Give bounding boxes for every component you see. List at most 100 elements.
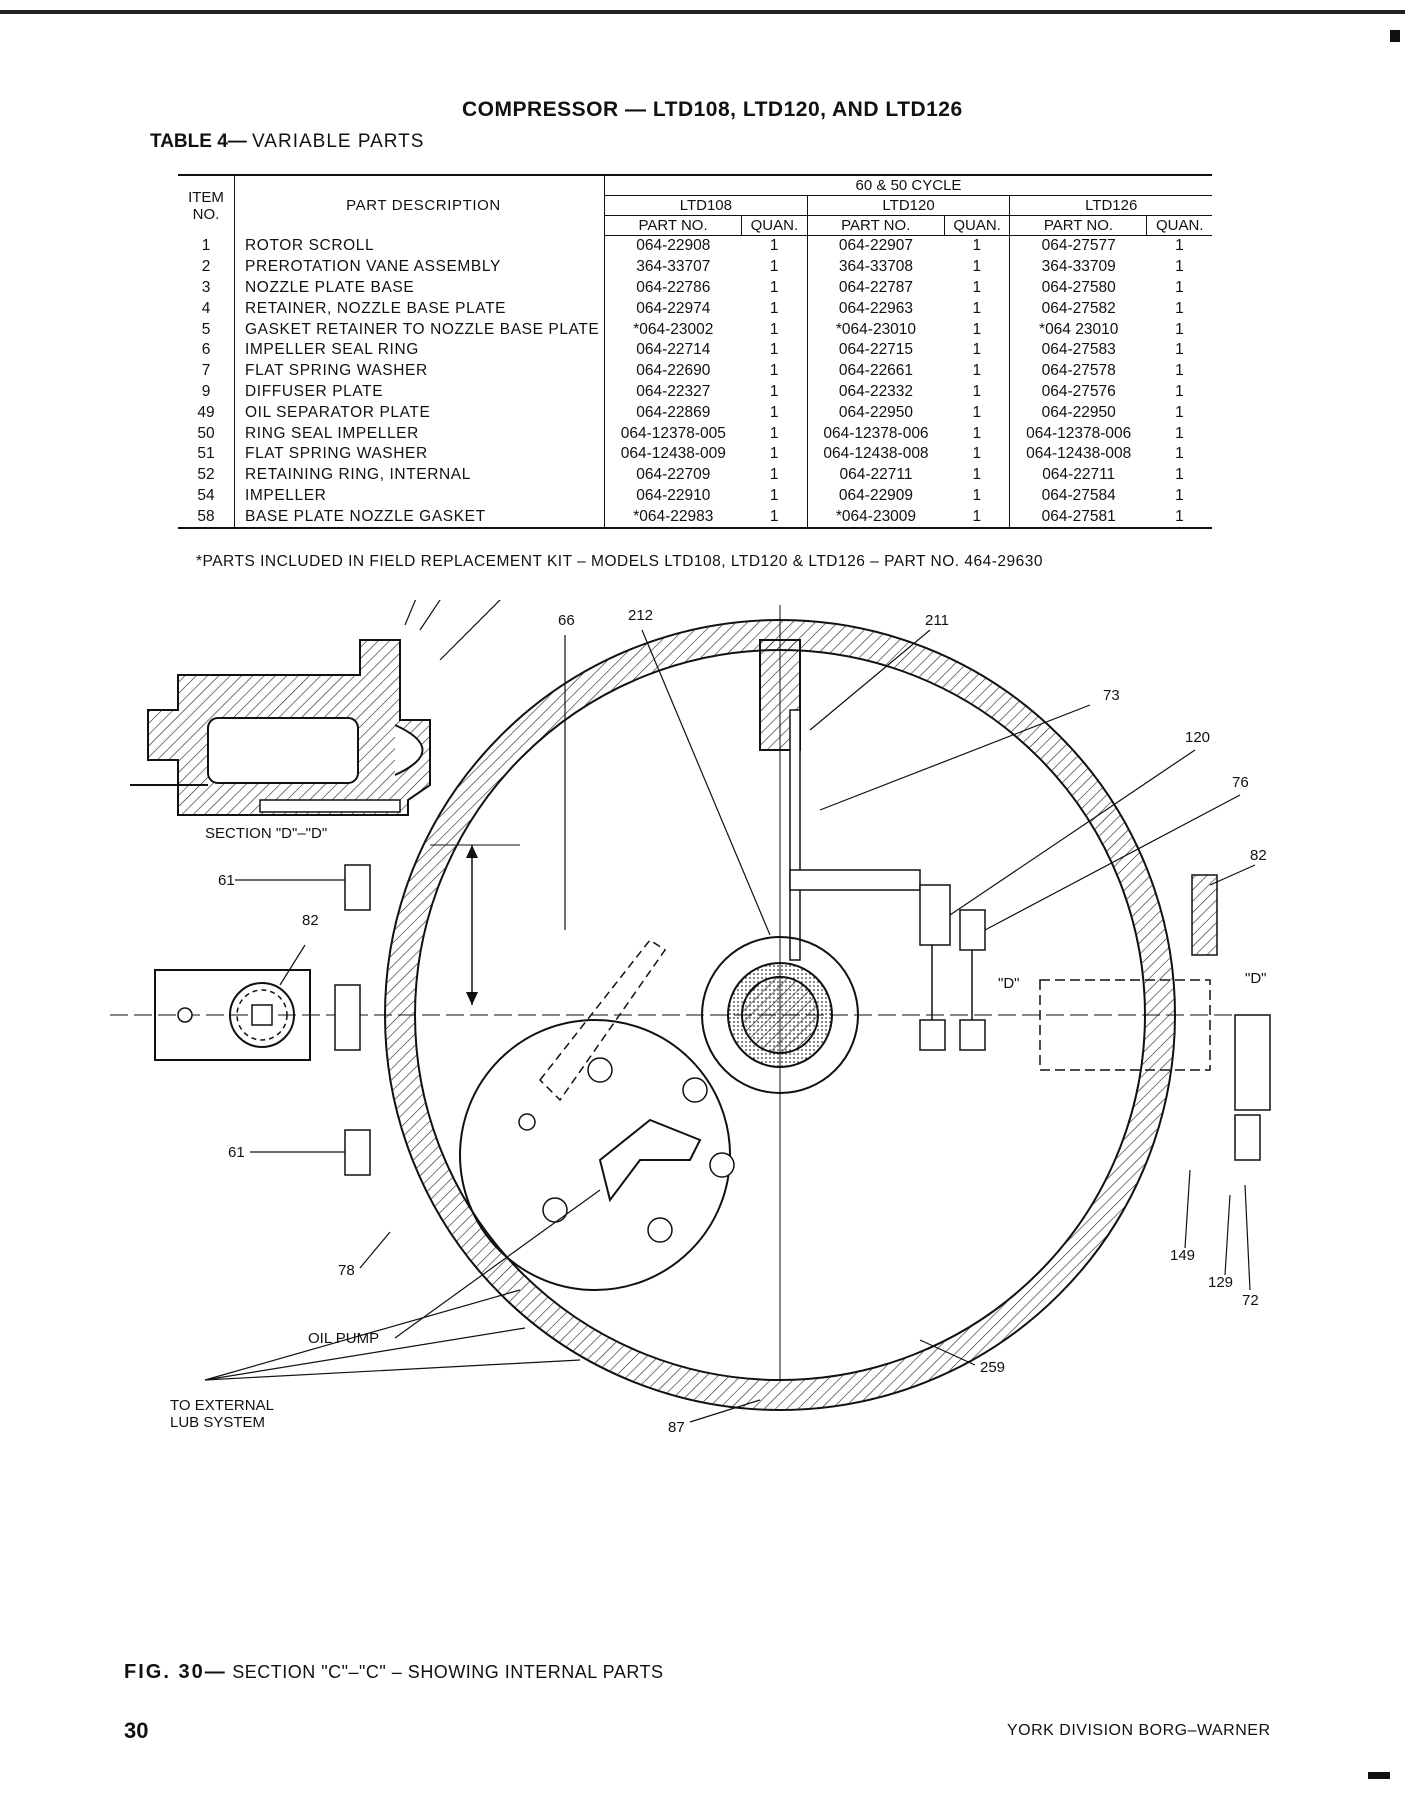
ltd126-quan: 1 (1175, 445, 1184, 463)
ltd120-part-no: 064-22787 (806, 277, 945, 299)
shaft (701, 936, 859, 1094)
table-footnote: *PARTS INCLUDED IN FIELD REPLACEMENT KIT… (196, 553, 1043, 570)
callout-120: 120 (1185, 729, 1210, 746)
ltd120-quan: 1 (944, 485, 1011, 507)
ltd126-quan: 1 (1175, 362, 1184, 380)
ltd120-quan: 1 (944, 298, 1011, 320)
callout-149: 149 (1170, 1247, 1195, 1264)
callout-66: 66 (558, 612, 575, 629)
callout-72: 72 (1242, 1292, 1259, 1309)
part-description: GASKET RETAINER TO NOZZLE BASE PLATE (234, 319, 605, 340)
ltd126-part-no: 064-27583 (1009, 339, 1147, 361)
page-title: COMPRESSOR — LTD108, LTD120, AND LTD126 (462, 98, 963, 121)
section-dd-label: SECTION "D"–"D" (205, 825, 327, 842)
ltd120-part-no: 064-22950 (806, 402, 945, 424)
footer-company: YORK DIVISION BORG–WARNER (1007, 1722, 1271, 1739)
ltd120-quan: 1 (944, 464, 1011, 486)
ltd126-part-no: 064-22711 (1009, 464, 1147, 486)
ltd126-quan: 1 (1175, 403, 1184, 421)
callout-labels: 89 189 90 66 212 211 73 120 76 82 82 61 … (170, 607, 1267, 1436)
ltd108-quan: 1 (741, 485, 808, 507)
table-label-text: VARIABLE PARTS (252, 131, 425, 152)
header-quan: QUAN. (944, 215, 1011, 236)
part-description: RING SEAL IMPELLER (234, 423, 605, 444)
top-rule (0, 10, 1405, 14)
ltd120-quan: 1 (944, 277, 1011, 299)
header-partno: PART NO. (807, 215, 945, 236)
item-no: 4 (178, 298, 235, 320)
callout-61-top: 61 (218, 872, 235, 889)
ltd126-part-no: *064 23010 (1009, 319, 1147, 340)
part-description: FLAT SPRING WASHER (234, 443, 605, 465)
ltd108-quan: 1 (741, 381, 808, 403)
ltd126-part-no: 064-27581 (1009, 506, 1147, 530)
ltd120-quan: 1 (944, 360, 1011, 382)
callout-129: 129 (1208, 1274, 1233, 1291)
item-no: 52 (178, 464, 235, 486)
callout-lub-system: LUB SYSTEM (170, 1414, 265, 1431)
ltd108-part-no: 064-12438-009 (603, 443, 742, 465)
ltd126-part-no: 064-27576 (1009, 381, 1147, 403)
ltd120-part-no: 064-22661 (806, 360, 945, 382)
header-item-no: ITEM NO. (178, 174, 235, 236)
callout-82-left: 82 (302, 912, 319, 929)
corner-mark (1390, 30, 1400, 42)
ltd126-quan: 1 (1175, 299, 1184, 317)
callout-259: 259 (980, 1359, 1005, 1376)
ltd108-quan: 1 (741, 298, 808, 320)
callout-61-bottom: 61 (228, 1144, 245, 1161)
ltd108-quan: 1 (741, 256, 808, 278)
header-model-ltd120: LTD120 (807, 195, 1011, 216)
ltd126-part-no: 064-12378-006 (1009, 423, 1147, 444)
ltd108-part-no: *064-23002 (603, 319, 742, 340)
ltd126-quan: 1 (1175, 382, 1184, 400)
item-no: 3 (178, 277, 235, 299)
figure-caption: FIG. 30— SECTION "C"–"C" – SHOWING INTER… (124, 1661, 664, 1684)
ltd126-quan: 1 (1175, 278, 1184, 296)
ltd108-part-no: 064-22714 (603, 339, 742, 361)
part-description: IMPELLER (234, 485, 605, 507)
part-description: RETAINING RING, INTERNAL (234, 464, 605, 486)
ltd120-part-no: *064-23010 (806, 319, 945, 340)
callout-section-d-left: "D" (998, 975, 1019, 992)
header-cycle: 60 & 50 CYCLE (604, 174, 1212, 196)
item-no: 1 (178, 235, 235, 257)
ltd120-part-no: 064-12438-008 (806, 443, 945, 465)
ltd120-part-no: 064-22711 (806, 464, 945, 486)
item-no: 51 (178, 443, 235, 465)
item-no: 5 (178, 319, 235, 340)
callout-212: 212 (628, 607, 653, 624)
ltd126-part-no: 064-27578 (1009, 360, 1147, 382)
header-part-description: PART DESCRIPTION (234, 174, 605, 236)
ltd108-part-no: 064-22974 (603, 298, 742, 320)
ltd108-part-no: 064-12378-005 (603, 423, 742, 444)
section-dd-inset (130, 639, 431, 816)
ltd108-part-no: 064-22910 (603, 485, 742, 507)
ltd120-part-no: 064-12378-006 (806, 423, 945, 444)
header-model-ltd108: LTD108 (604, 195, 808, 216)
part-description: NOZZLE PLATE BASE (234, 277, 605, 299)
item-no: 58 (178, 506, 235, 530)
ltd120-quan: 1 (944, 319, 1011, 340)
ltd108-quan: 1 (741, 506, 808, 530)
ltd126-part-no: 064-27577 (1009, 235, 1147, 257)
ltd108-part-no: 064-22709 (603, 464, 742, 486)
ltd108-part-no: 064-22786 (603, 277, 742, 299)
ltd126-quan: 1 (1175, 237, 1184, 255)
ltd126-quan: 1 (1175, 466, 1184, 484)
dimension-arrow (430, 844, 520, 1005)
ltd126-part-no: 064-12438-008 (1009, 443, 1147, 465)
part-description: DIFFUSER PLATE (234, 381, 605, 403)
ltd108-quan: 1 (741, 443, 808, 465)
figure-caption-text: SECTION "C"–"C" – SHOWING INTERNAL PARTS (232, 1662, 664, 1682)
oil-pump-plate (459, 938, 735, 1291)
